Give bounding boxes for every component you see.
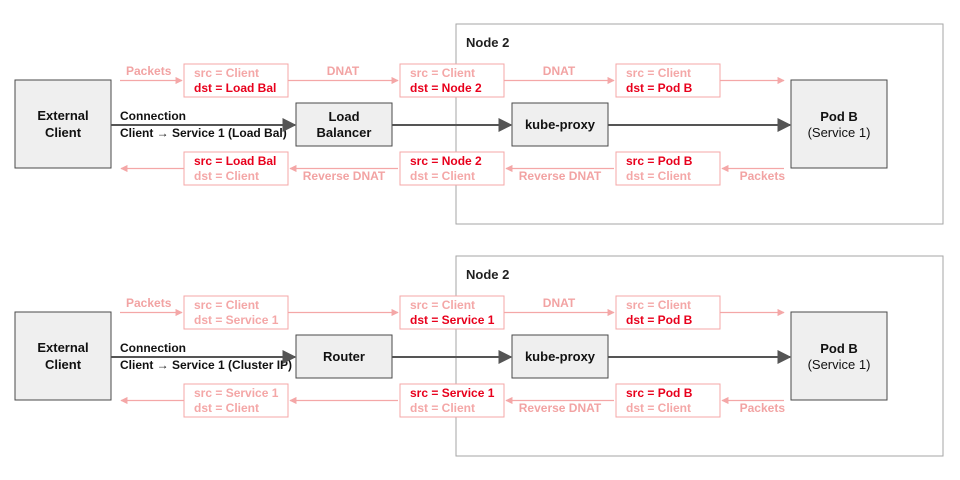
- connection-title: Connection: [120, 109, 186, 123]
- hop-label: DNAT: [543, 64, 576, 78]
- middle-box-line2: Balancer: [317, 125, 372, 140]
- packet-header-box: [615, 63, 721, 98]
- middle-box-line1: Load: [328, 109, 359, 124]
- packet-header-box: [183, 151, 289, 186]
- packet-header-box: [399, 151, 505, 186]
- client-box-line1: External: [37, 340, 88, 355]
- middle-box-line1: Router: [323, 349, 365, 364]
- hop-label: Reverse DNAT: [519, 401, 602, 415]
- packet-src: src = Client: [194, 66, 259, 80]
- client-box-line2: Client: [45, 125, 82, 140]
- hop-label: DNAT: [327, 64, 360, 78]
- pod-box-line1: Pod B: [820, 341, 858, 356]
- packet-header-box: [615, 151, 721, 186]
- packets-label: Packets: [126, 64, 172, 78]
- packet-dst: dst = Pod B: [626, 313, 693, 327]
- external-client-box: [14, 311, 112, 401]
- pod-box-line2: (Service 1): [808, 125, 871, 140]
- packet-dst: dst = Client: [626, 169, 691, 183]
- connection-detail: Client → Service 1 (Cluster IP): [120, 358, 292, 372]
- packet-src: src = Client: [410, 66, 475, 80]
- packet-src: src = Client: [194, 298, 259, 312]
- pod-b-box: [790, 311, 888, 401]
- packet-src: src = Node 2: [410, 154, 482, 168]
- packet-dst: dst = Client: [194, 401, 259, 415]
- packet-src: src = Load Bal: [194, 154, 276, 168]
- connection-title: Connection: [120, 341, 186, 355]
- packet-src: src = Client: [626, 298, 691, 312]
- pod-box-line1: Pod B: [820, 109, 858, 124]
- packets-label: Packets: [740, 169, 786, 183]
- client-box-line2: Client: [45, 357, 82, 372]
- packet-dst: dst = Client: [626, 401, 691, 415]
- packet-header-box: [183, 383, 289, 418]
- packet-dst: dst = Service 1: [194, 313, 279, 327]
- kube-proxy-label: kube-proxy: [525, 349, 596, 364]
- external-client-box: [14, 79, 112, 169]
- pod-box-line2: (Service 1): [808, 357, 871, 372]
- packet-header-box: [615, 295, 721, 330]
- packet-dst: dst = Client: [410, 401, 475, 415]
- packet-header-box: [399, 63, 505, 98]
- kube-proxy-box: [511, 102, 609, 147]
- node-label: Node 2: [466, 35, 509, 50]
- packets-label: Packets: [740, 401, 786, 415]
- client-box-line1: External: [37, 108, 88, 123]
- hop-label: Reverse DNAT: [519, 169, 602, 183]
- node-label: Node 2: [466, 267, 509, 282]
- packet-dst: dst = Service 1: [410, 313, 495, 327]
- load-balancer-box: [295, 102, 393, 147]
- packet-src: src = Service 1: [410, 386, 495, 400]
- router-box: [295, 334, 393, 379]
- packet-dst: dst = Node 2: [410, 81, 482, 95]
- packet-dst: dst = Client: [194, 169, 259, 183]
- packet-dst: dst = Load Bal: [194, 81, 276, 95]
- packet-dst: dst = Client: [410, 169, 475, 183]
- packet-src: src = Pod B: [626, 154, 693, 168]
- packet-header-box: [183, 295, 289, 330]
- packet-src: src = Pod B: [626, 386, 693, 400]
- kube-proxy-label: kube-proxy: [525, 117, 596, 132]
- packet-header-box: [399, 383, 505, 418]
- hop-label: DNAT: [543, 296, 576, 310]
- packet-src: src = Client: [626, 66, 691, 80]
- packet-header-box: [615, 383, 721, 418]
- packet-src: src = Client: [410, 298, 475, 312]
- connection-detail: Client → Service 1 (Load Bal): [120, 126, 287, 140]
- packet-src: src = Service 1: [194, 386, 279, 400]
- packet-header-box: [399, 295, 505, 330]
- pod-b-box: [790, 79, 888, 169]
- packet-dst: dst = Pod B: [626, 81, 693, 95]
- packets-label: Packets: [126, 296, 172, 310]
- hop-label: Reverse DNAT: [303, 169, 386, 183]
